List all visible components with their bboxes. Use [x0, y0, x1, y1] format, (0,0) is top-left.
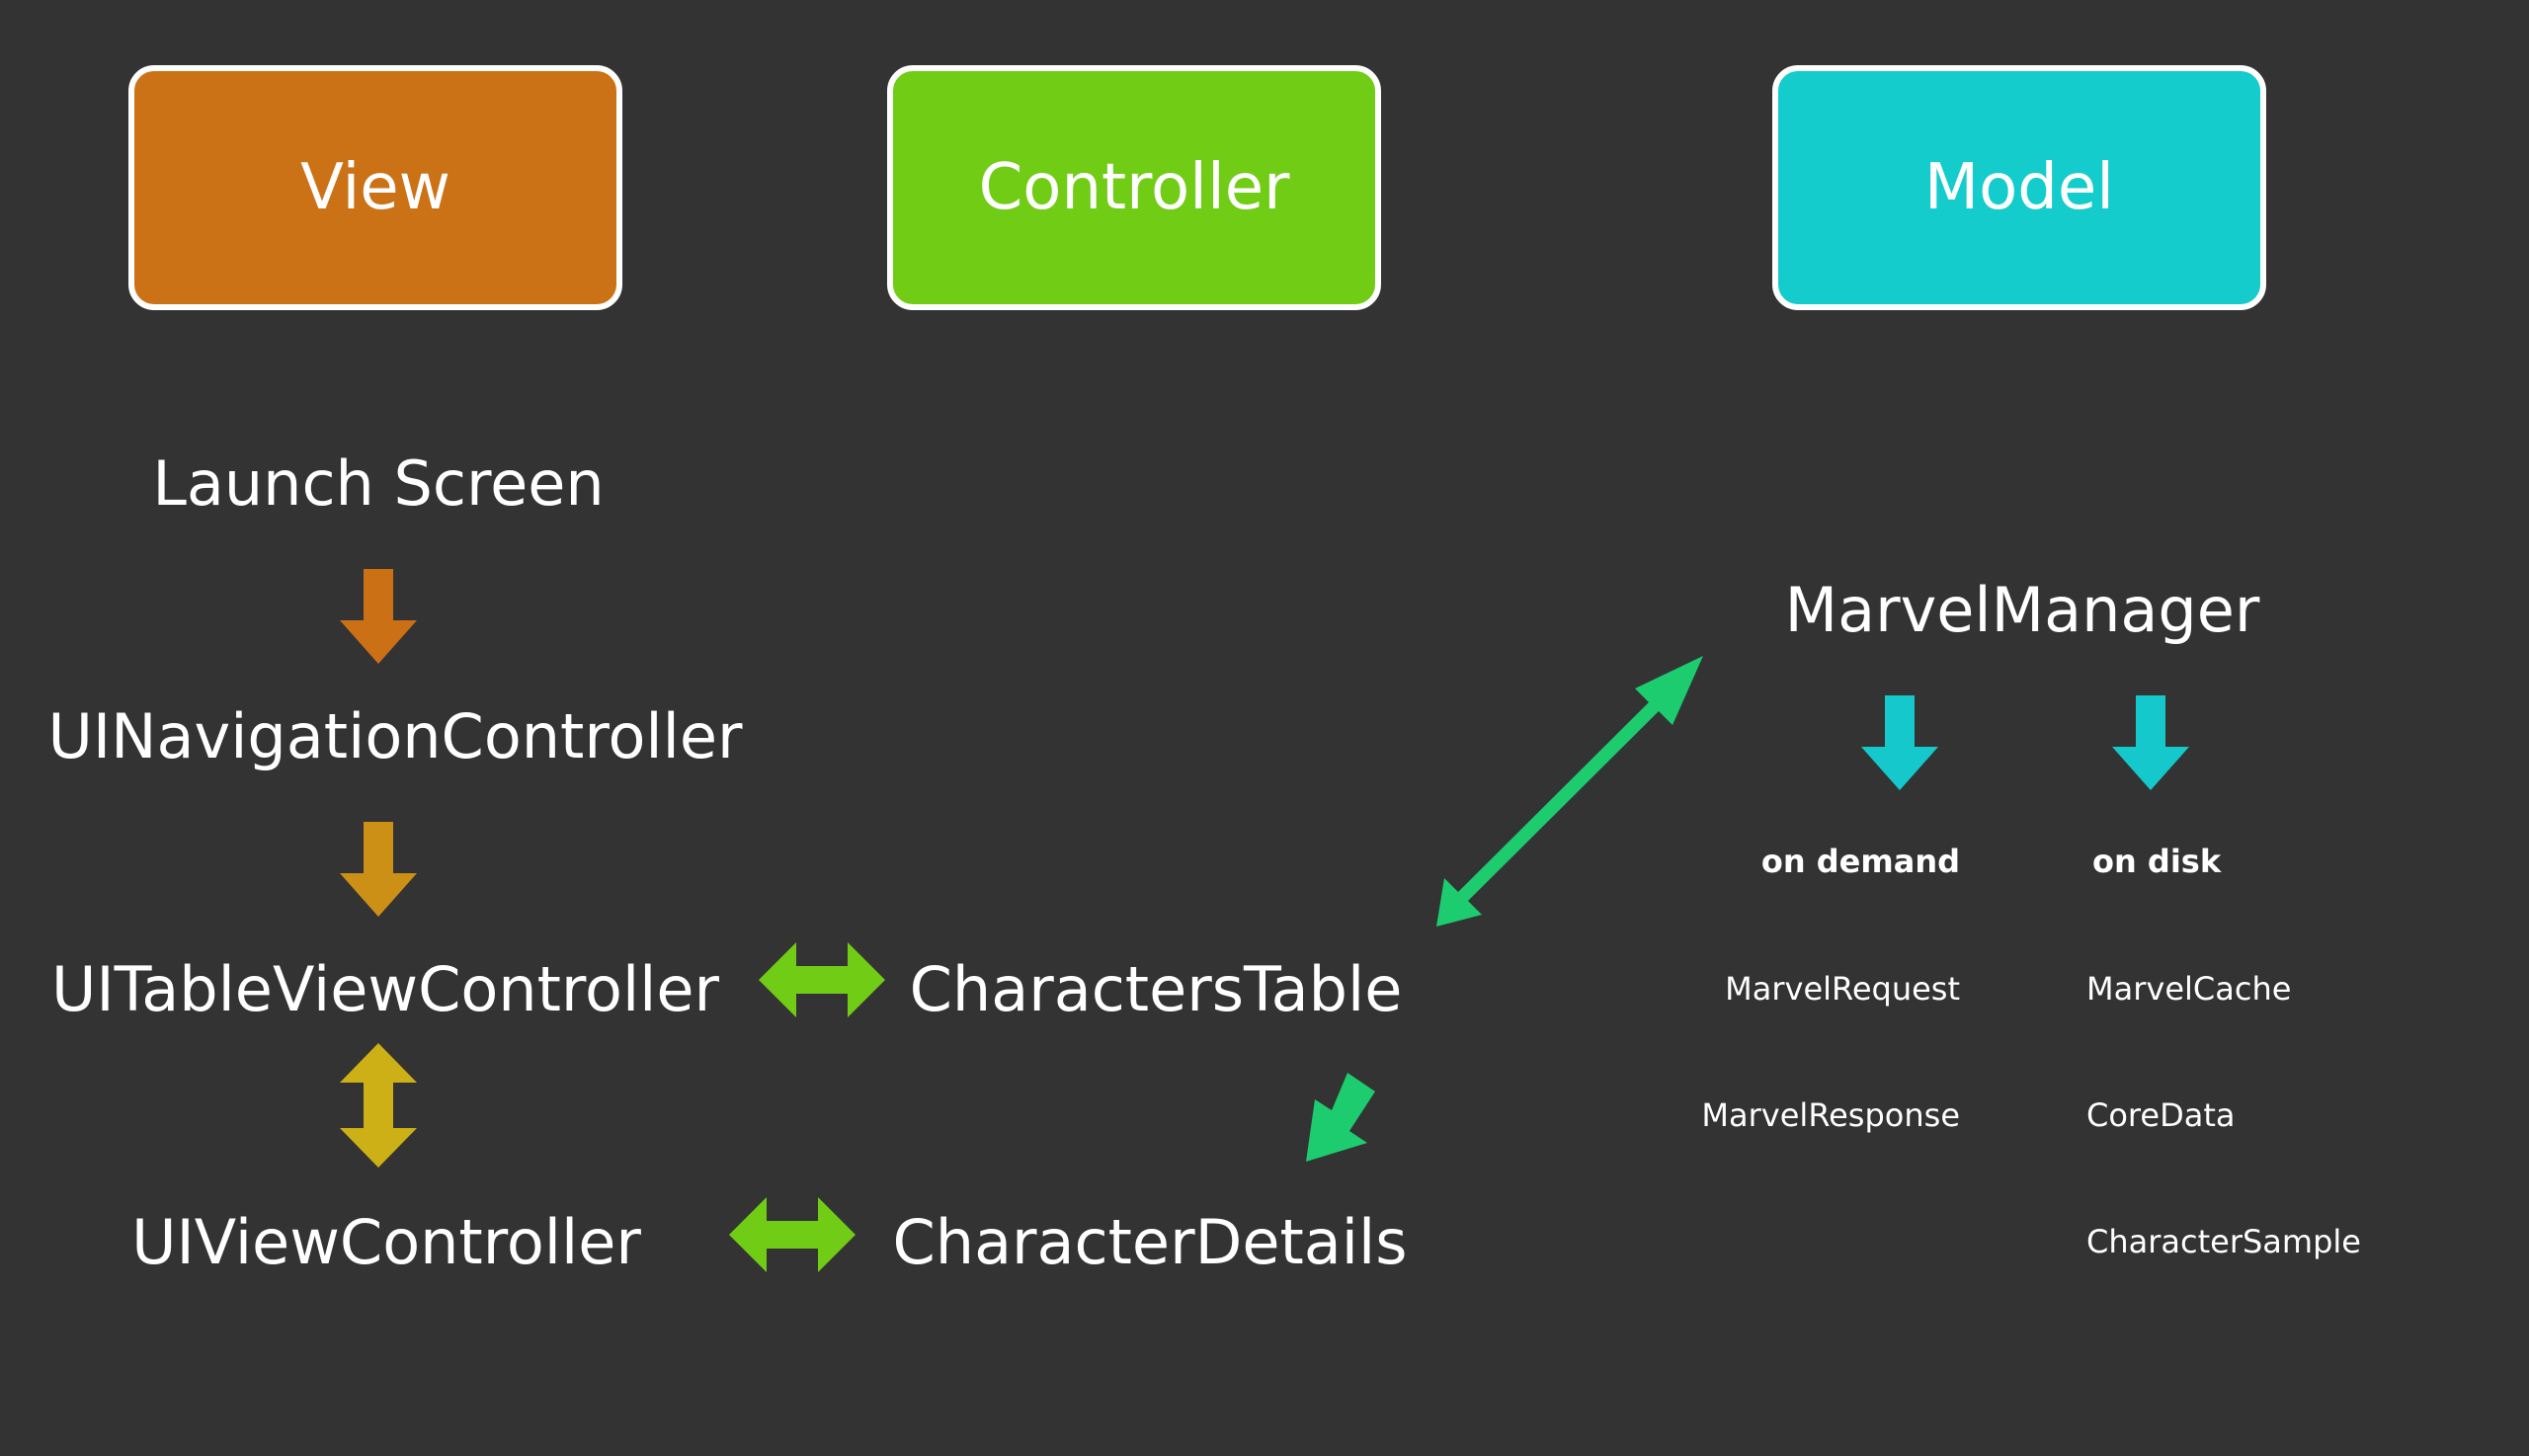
item-character-sample: CharacterSample — [2086, 1223, 2361, 1260]
item-marvel-response: MarvelResponse — [1701, 1096, 1960, 1134]
node-marvel-manager: MarvelManager — [1784, 574, 2260, 646]
item-core-data: CoreData — [2086, 1096, 2236, 1134]
arrow-manager-to-on-demand — [1861, 695, 1938, 790]
item-marvel-cache: MarvelCache — [2086, 970, 2292, 1008]
label-on-demand: on demand — [1760, 843, 1960, 880]
node-ui-table-view-controller: UITableViewController — [50, 953, 720, 1025]
arrow-tableview-characterstable — [759, 942, 885, 1017]
arrow-table-view-bidirectional — [340, 1043, 417, 1168]
arrow-characterstable-marvelmanager — [1436, 656, 1703, 927]
arrow-viewcontroller-characterdetails — [729, 1197, 856, 1272]
arrow-characterstable-to-details — [1306, 1073, 1375, 1162]
view-header-box: View — [128, 65, 622, 310]
node-launch-screen: Launch Screen — [152, 447, 605, 520]
view-header-label: View — [300, 151, 450, 224]
controller-header-box: Controller — [887, 65, 1381, 310]
label-on-disk: on disk — [2092, 843, 2222, 880]
node-ui-navigation-controller: UINavigationController — [47, 700, 743, 772]
arrow-launch-to-nav — [340, 569, 417, 664]
item-marvel-request: MarvelRequest — [1725, 970, 1960, 1008]
node-ui-view-controller: UIViewController — [131, 1206, 641, 1278]
controller-header-label: Controller — [978, 151, 1290, 224]
arrow-nav-to-table — [340, 822, 417, 917]
model-header-box: Model — [1772, 65, 2266, 310]
model-header-label: Model — [1923, 151, 2115, 224]
arrow-manager-to-on-disk — [2112, 695, 2189, 790]
node-characters-table: CharactersTable — [909, 953, 1403, 1025]
node-character-details: CharacterDetails — [892, 1206, 1408, 1278]
